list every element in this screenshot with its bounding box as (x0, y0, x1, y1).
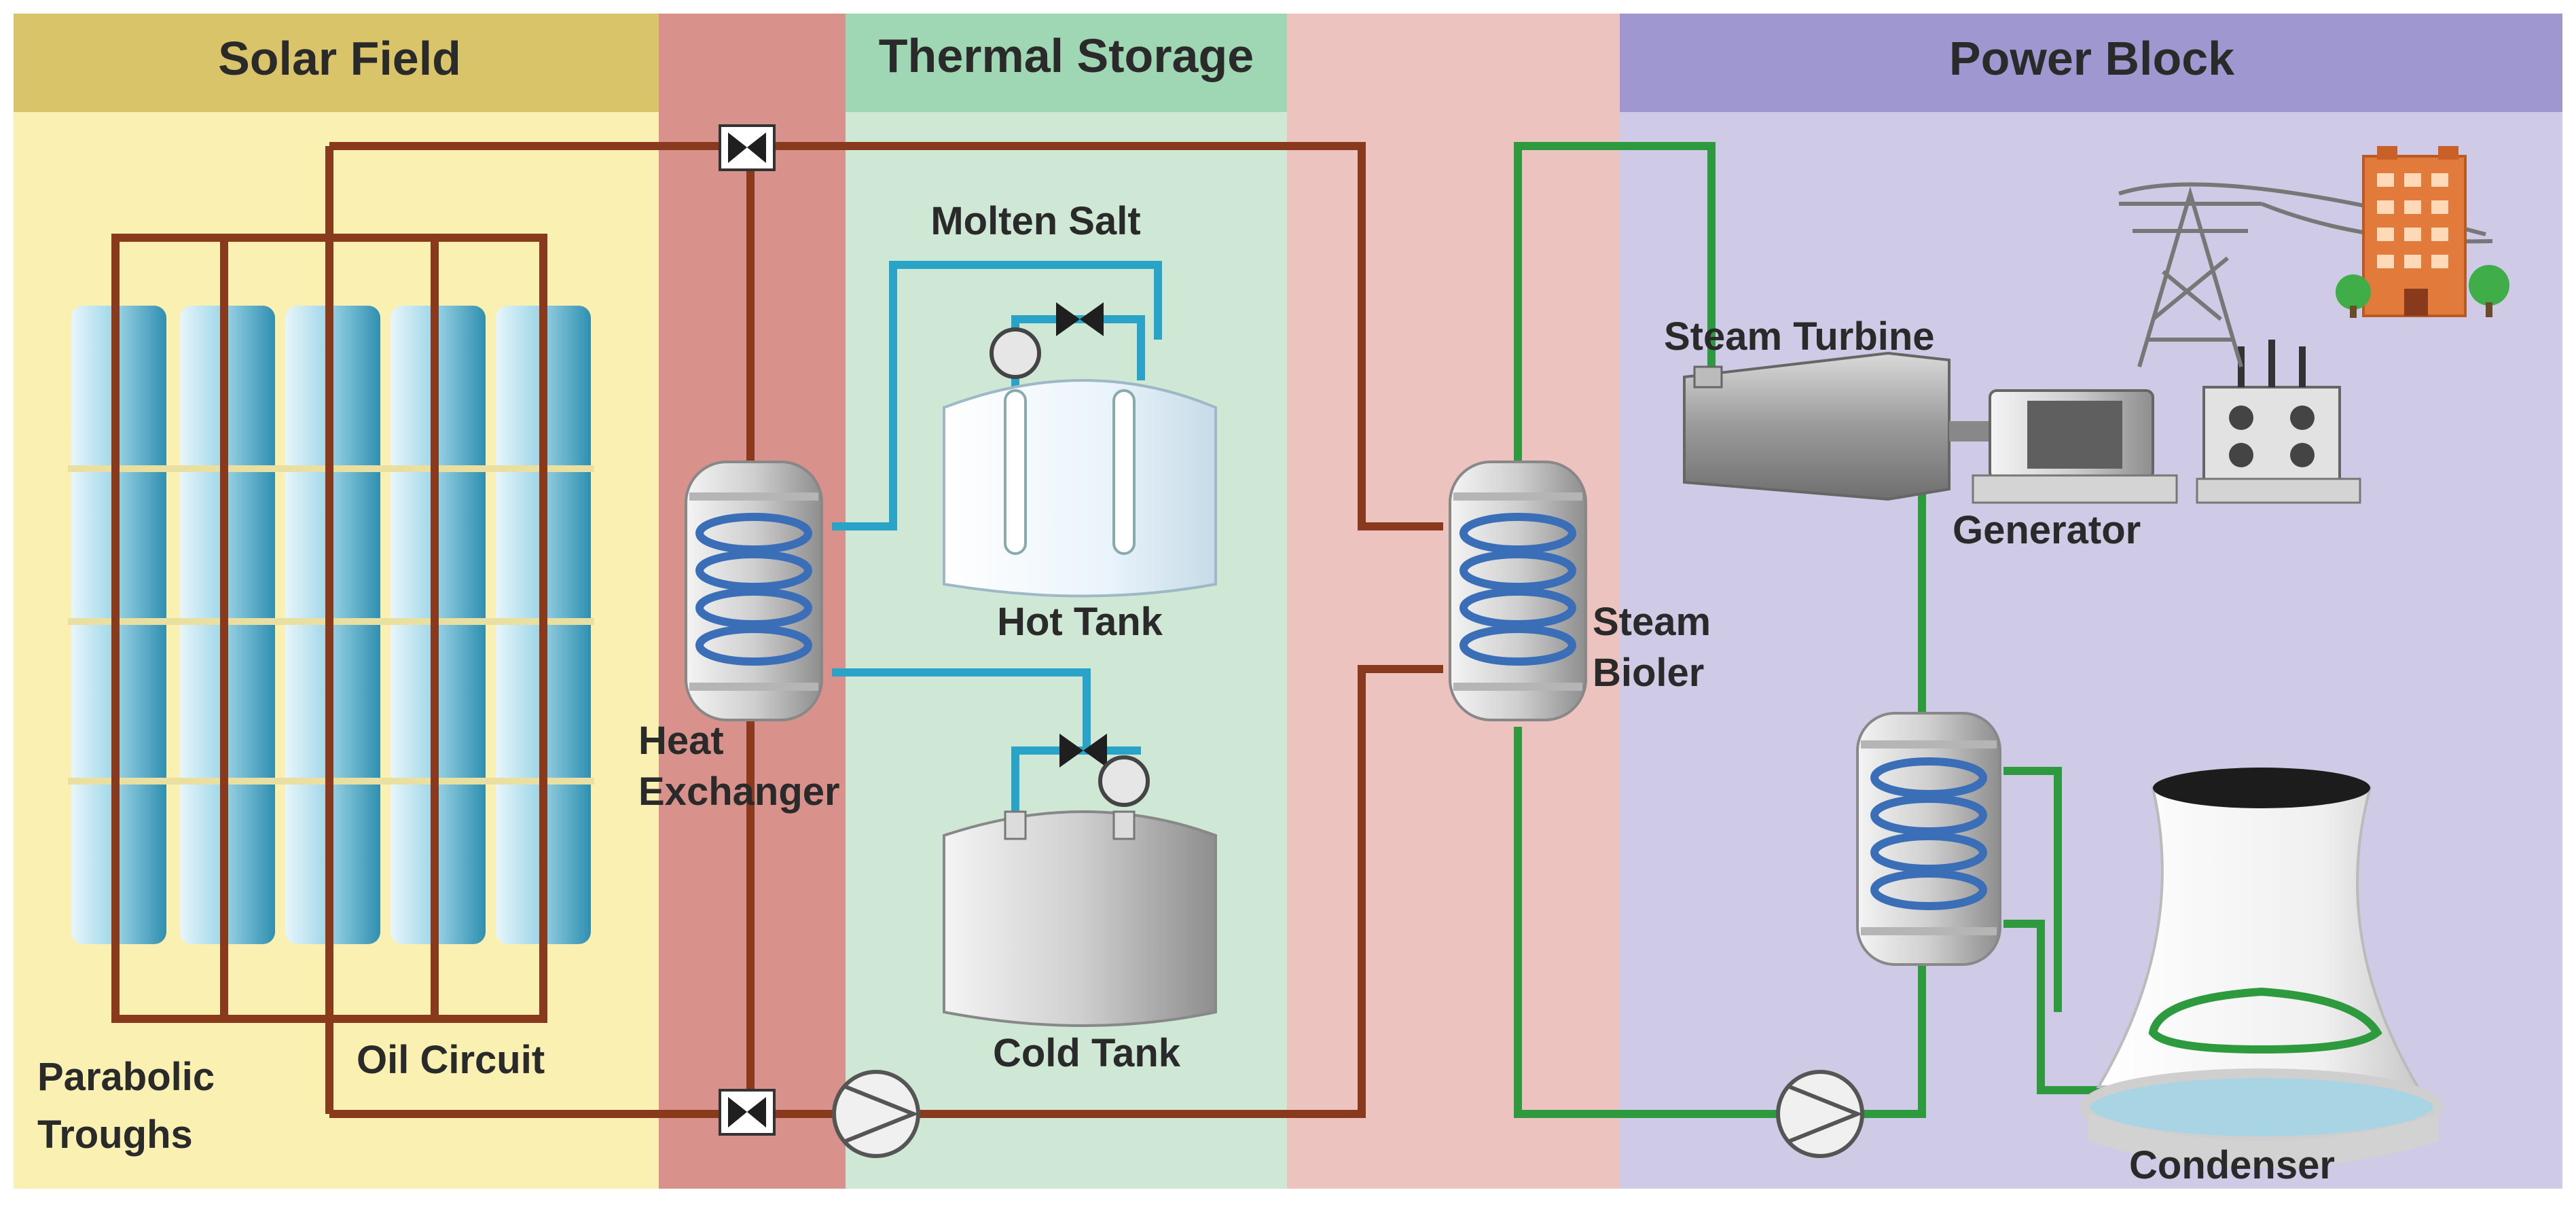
oil-circuit-label: Oil Circuit (357, 1038, 545, 1082)
tank-icon (943, 810, 1217, 1027)
valve-icon (719, 1089, 776, 1136)
steam-boiler-label-line1: Steam (1593, 600, 1711, 644)
tank-icon (943, 379, 1217, 598)
gauge-icon (1098, 755, 1150, 807)
parabolic-troughs-label-line2: Troughs (37, 1113, 193, 1157)
condenser-exchanger-icon (1856, 712, 2001, 966)
steam-boiler-label-line2: Bioler (1593, 651, 1704, 695)
valve-icon (719, 124, 776, 171)
cold-tank-label: Cold Tank (993, 1031, 1181, 1075)
tree-icon (2336, 274, 2371, 318)
generator-label: Generator (1953, 508, 2141, 552)
solar-field-header: Solar Field (218, 32, 461, 85)
oil-circuit-pipes (111, 142, 1443, 1118)
heat-exchanger-label-line1: Heat (638, 719, 724, 763)
pump-icon (1776, 1070, 1864, 1158)
gauge-icon (990, 327, 1041, 379)
steam-turbine-label: Steam Turbine (1664, 314, 1935, 359)
red-band-left-header (659, 14, 846, 112)
valve-icon (1059, 734, 1107, 768)
parabolic-troughs-label-line1: Parabolic (37, 1055, 215, 1099)
heat-exchanger-label-line2: Exchanger (638, 770, 840, 814)
steam-boiler-icon (1449, 461, 1587, 721)
transformer-icon (2196, 340, 2361, 504)
condenser-label: Condenser (2129, 1143, 2335, 1187)
heat-exchanger-icon (685, 461, 823, 721)
thermal-storage-header-bar (846, 14, 1287, 112)
molten-salt-label: Molten Salt (930, 199, 1140, 243)
power-block-header-bar (1620, 14, 2562, 112)
turbine-icon (1683, 351, 1951, 501)
generator-icon (1949, 389, 2178, 504)
thermal-storage-header: Thermal Storage (879, 29, 1254, 82)
cooling-tower-icon (2080, 768, 2443, 1168)
building-icon (2362, 146, 2467, 317)
power-block-header: Power Block (1949, 32, 2234, 85)
valve-icon (1056, 302, 1104, 336)
solar-field-header-bar (14, 14, 659, 112)
tree-icon (2469, 265, 2509, 317)
pump-icon (832, 1070, 920, 1158)
steam-pipes (1514, 142, 2109, 1118)
hot-tank-label: Hot Tank (997, 600, 1163, 644)
